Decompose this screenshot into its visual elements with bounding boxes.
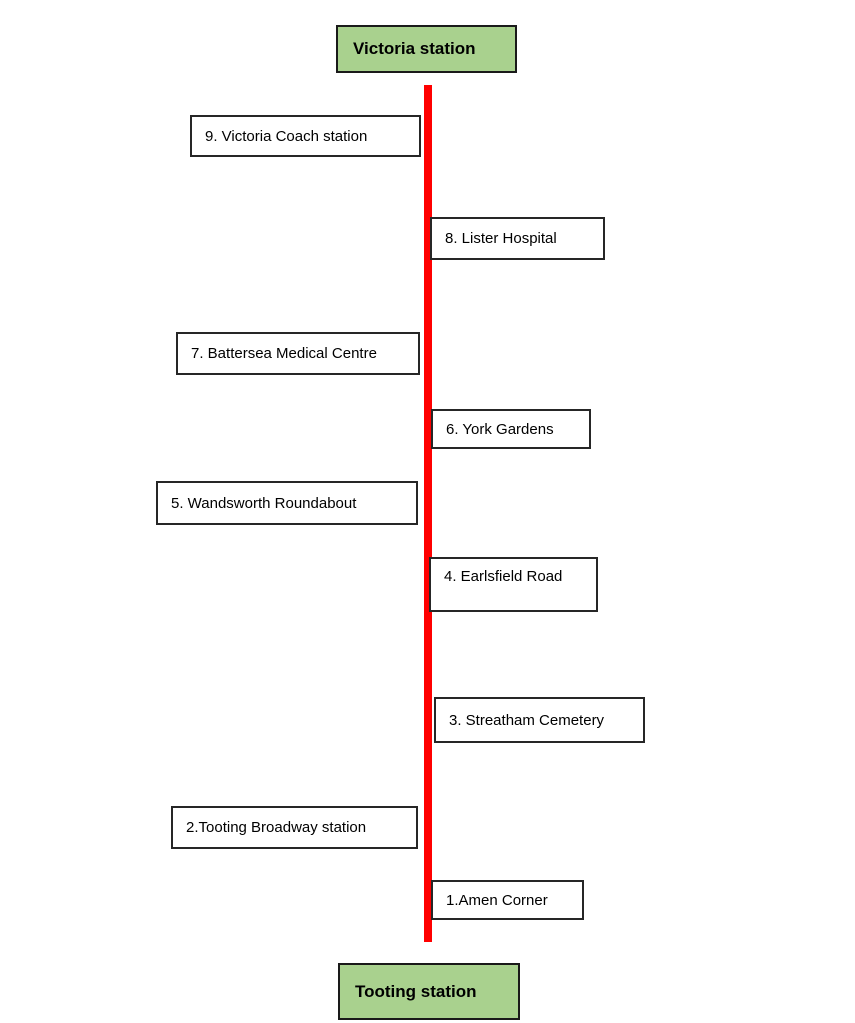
- stop-battersea-medical-centre: 7. Battersea Medical Centre: [176, 332, 420, 375]
- terminal-victoria-station: Victoria station: [336, 25, 517, 73]
- stop-tooting-broadway-station: 2.Tooting Broadway station: [171, 806, 418, 849]
- route-line: [424, 85, 432, 942]
- stop-york-gardens: 6. York Gardens: [431, 409, 591, 449]
- stop-earlsfield-road: 4. Earlsfield Road: [429, 557, 598, 612]
- stop-lister-hospital: 8. Lister Hospital: [430, 217, 605, 260]
- stop-wandsworth-roundabout: 5. Wandsworth Roundabout: [156, 481, 418, 525]
- terminal-tooting-station: Tooting station: [338, 963, 520, 1020]
- stop-amen-corner: 1.Amen Corner: [431, 880, 584, 920]
- stop-streatham-cemetery: 3. Streatham Cemetery: [434, 697, 645, 743]
- stop-victoria-coach-station: 9. Victoria Coach station: [190, 115, 421, 157]
